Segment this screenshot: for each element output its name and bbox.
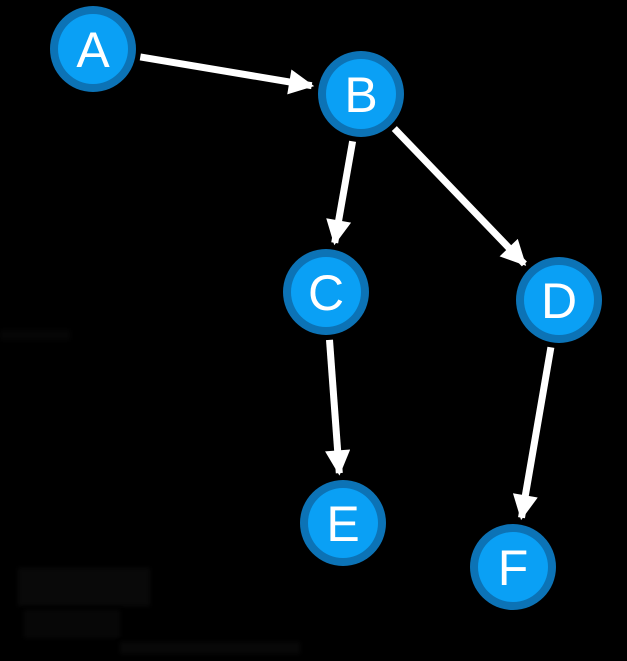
nodes-layer: A B C D EF bbox=[50, 6, 602, 610]
node-fill bbox=[524, 265, 594, 335]
edge-C-E bbox=[325, 339, 351, 476]
node-D[interactable]: D bbox=[516, 257, 602, 343]
node-fill bbox=[58, 14, 128, 84]
node-fill bbox=[308, 488, 378, 558]
node-fill bbox=[478, 532, 548, 602]
node-F[interactable]: F bbox=[470, 524, 556, 610]
node-fill bbox=[326, 59, 396, 129]
edge-D-F bbox=[512, 346, 555, 521]
node-A[interactable]: A bbox=[50, 6, 136, 92]
node-fill bbox=[291, 257, 361, 327]
edge-B-C bbox=[326, 140, 357, 246]
edge-B-D bbox=[391, 126, 527, 267]
edges-layer bbox=[139, 53, 555, 521]
node-B[interactable]: B bbox=[318, 51, 404, 137]
node-E[interactable]: E bbox=[300, 480, 386, 566]
edge-A-B bbox=[139, 53, 315, 95]
node-C[interactable]: C bbox=[283, 249, 369, 335]
